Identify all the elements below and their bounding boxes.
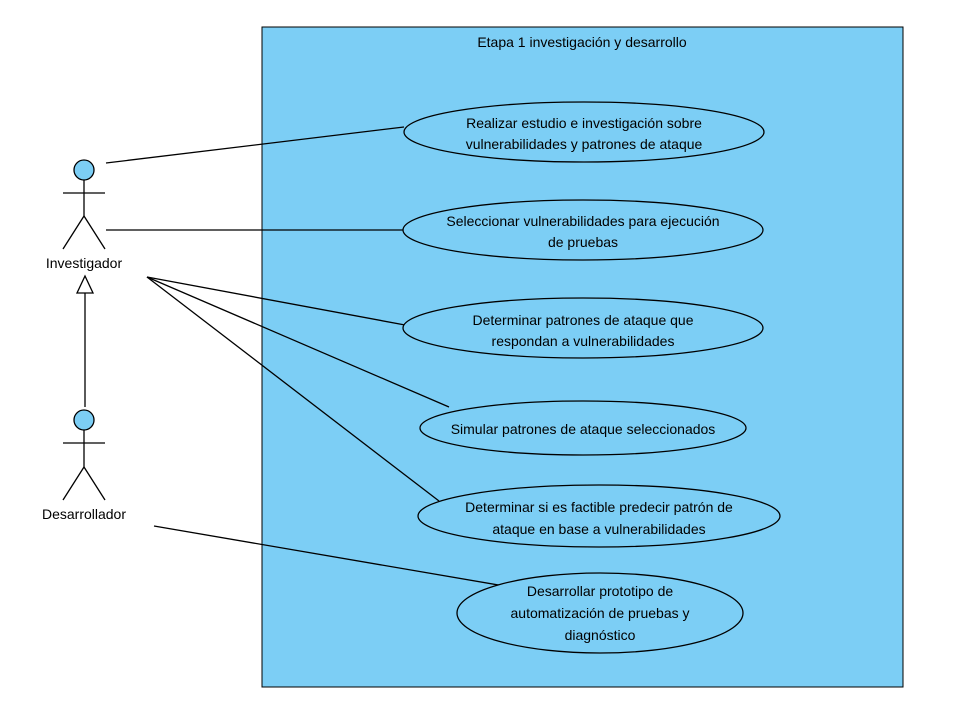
actor-label-investigador: Investigador	[46, 255, 123, 271]
actor-desarrollador[interactable]	[62, 409, 106, 501]
association-investigador-uc5[interactable]	[146, 276, 440, 502]
use-case-label: diagnóstico	[565, 627, 636, 643]
actor-head-icon	[73, 159, 95, 181]
use-case-label: Desarrollar prototipo de	[527, 583, 674, 599]
use-case-label: Seleccionar vulnerabilidades para ejecuc…	[446, 213, 719, 229]
actor-head-icon	[73, 409, 95, 431]
actor-label-desarrollador: Desarrollador	[42, 506, 126, 522]
associations	[105, 126, 511, 588]
use-case-label: Determinar si es factible predecir patró…	[465, 499, 733, 515]
use-case-uc6[interactable]: Desarrollar prototipo de automatización …	[456, 572, 744, 654]
use-case-uc1[interactable]: Realizar estudio e investigación sobre v…	[403, 101, 765, 163]
use-case-uc4[interactable]: Simular patrones de ataque seleccionados	[419, 400, 747, 456]
use-case-label: Realizar estudio e investigación sobre	[466, 115, 702, 131]
use-case-uc3[interactable]: Determinar patrones de ataque que respon…	[402, 297, 764, 359]
use-case-label: respondan a vulnerabilidades	[492, 333, 675, 349]
use-case-label: vulnerabilidades y patrones de ataque	[466, 136, 703, 152]
use-case-uc5[interactable]: Determinar si es factible predecir patró…	[417, 484, 781, 548]
use-case-label: ataque en base a vulnerabilidades	[492, 521, 705, 537]
generalization-arrow[interactable]	[75, 274, 95, 407]
actor-investigador[interactable]	[62, 159, 106, 250]
association-desarrollador-uc6[interactable]	[153, 525, 511, 588]
use-case-label: Simular patrones de ataque seleccionados	[451, 421, 716, 437]
system-title: Etapa 1 investigación y desarrollo	[477, 34, 687, 50]
use-case-label: automatización de pruebas y	[511, 605, 690, 621]
association-investigador-uc3[interactable]	[146, 276, 406, 326]
use-case-uc2[interactable]: Seleccionar vulnerabilidades para ejecuc…	[402, 199, 764, 261]
association-investigador-uc1[interactable]	[105, 126, 405, 164]
association-investigador-uc4[interactable]	[146, 276, 450, 408]
use-case-label: Determinar patrones de ataque que	[472, 312, 693, 328]
use-case-label: de pruebas	[548, 234, 618, 250]
